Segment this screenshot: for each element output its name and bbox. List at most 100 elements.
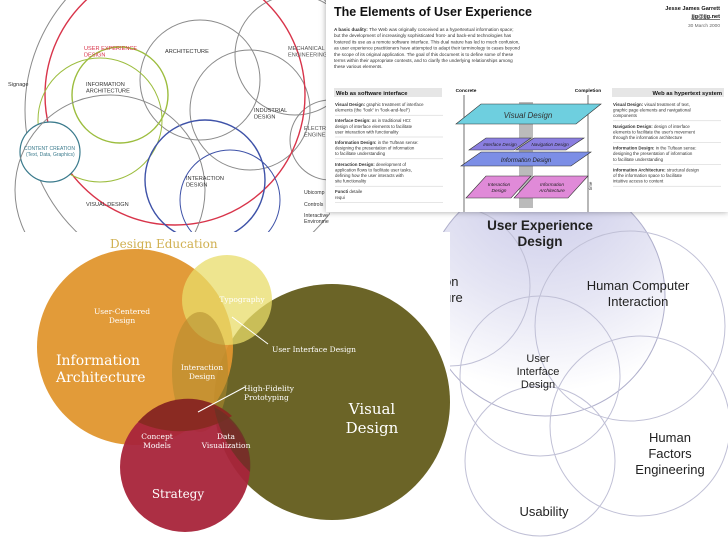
column-text: of the information space to facilitate <box>613 173 683 178</box>
uid-circle <box>459 295 621 457</box>
column-text: user interaction with functionality <box>335 129 399 134</box>
elements-of-ux-document: The Elements of User Experience Jesse Ja… <box>326 0 728 212</box>
ubicomp-label: Ubicomp <box>304 190 325 196</box>
column-text: graphic page elements and navigational <box>613 108 691 113</box>
information-architecture-layer <box>513 175 589 199</box>
column-text: site functionality <box>335 179 367 184</box>
interaction-circle-2 <box>179 149 281 232</box>
information-design-layer <box>460 151 592 167</box>
hifi-pointer <box>197 386 246 413</box>
column-text: application flows to facilitate user tas… <box>335 167 412 172</box>
interaction-design-layer <box>465 175 532 199</box>
column-text: Functi detaile <box>335 189 363 194</box>
ia-circle-2 <box>37 57 163 183</box>
intro-line: fostered its use as a remote software in… <box>334 39 520 44</box>
column-text: Navigation Design: design of interface <box>613 124 690 129</box>
usability-circle <box>464 385 616 537</box>
navigation-layer-label: Navigation Design <box>531 142 569 147</box>
controls-label: Controls <box>304 202 324 208</box>
intro-line: terms within their appropriate contexts,… <box>334 58 513 63</box>
uxd-circle <box>440 186 666 417</box>
left-column: Visual Design: graphic treatment of inte… <box>335 102 443 203</box>
column-text: design of interface elements to facilita… <box>335 124 413 129</box>
navigation-design-layer <box>515 137 585 151</box>
design-education-title: Design Education <box>110 237 218 251</box>
visual-design-circle <box>214 284 450 520</box>
ux-circle <box>44 0 306 226</box>
visual-circle <box>14 94 206 232</box>
document-author: Jesse James Garrett <box>665 6 720 12</box>
column-text: Interaction Design: development of <box>335 162 407 167</box>
mechanical-circle <box>234 0 330 116</box>
typography-label: Typography <box>219 295 265 304</box>
column-text: designing the presentation of informatio… <box>613 151 693 156</box>
intro-line: these various elements. <box>334 64 383 69</box>
content-circle <box>19 121 81 183</box>
hci-circle <box>534 230 726 422</box>
left-header-bg <box>334 88 442 97</box>
ia-circle <box>71 46 169 144</box>
column-text: designing the presentation of informatio… <box>335 146 415 151</box>
signage-label: Signage <box>8 82 29 88</box>
strategy-circle <box>120 402 250 532</box>
hfe-circle <box>549 335 728 517</box>
column-text: Visual Design: graphic treatment of inte… <box>335 102 424 107</box>
column-text: defining how the user interacts with <box>335 173 404 178</box>
intro-line: as user experience practitioners have at… <box>334 46 520 51</box>
dataviz-overlap <box>214 407 251 472</box>
electrical-circle <box>289 99 330 181</box>
uid-pointer <box>231 316 269 345</box>
document-intro: A basic duality: The Web was originally … <box>334 27 520 69</box>
industrial-circle <box>189 49 311 171</box>
intro-line: but the development of increasingly soph… <box>334 33 512 38</box>
content-label: CONTENT CREATION(Text, Data, Graphics) <box>24 146 75 158</box>
document-svg: The Elements of User Experience Jesse Ja… <box>334 5 724 212</box>
right-header: Web as hypertext system <box>653 91 723 97</box>
uid-label: User Interface Design <box>272 345 356 354</box>
document-email[interactable]: jjg@jjg.net <box>691 14 721 20</box>
column-text: to facilitate understanding <box>335 151 386 156</box>
column-text: to facilitate understanding <box>613 157 664 162</box>
interface-layer-label: Interface Design <box>483 142 517 147</box>
architecture-circle <box>139 19 261 141</box>
column-text: elements to facilitate the user's moveme… <box>613 129 696 134</box>
column-text: Information Design: in the Tuftean sense… <box>613 146 696 151</box>
strategy-label: Strategy <box>152 487 205 501</box>
outer-circle <box>24 0 330 232</box>
visual-layer-label: Visual Design <box>504 111 553 120</box>
column-text: Interface Design: as in traditional HCI: <box>335 118 411 123</box>
right-header-bg <box>612 88 724 97</box>
intro-line: the scope of its original application. T… <box>334 52 514 57</box>
column-text: components <box>613 113 638 118</box>
column-text: elements (the "look" in "look-and-feel") <box>335 108 410 113</box>
information-layer-label: Information Design <box>501 158 552 164</box>
interface-design-layer <box>468 137 532 151</box>
visual-design-layer <box>455 103 602 125</box>
document-date: 30 March 2000 <box>688 23 720 29</box>
document-title: The Elements of User Experience <box>334 5 532 19</box>
